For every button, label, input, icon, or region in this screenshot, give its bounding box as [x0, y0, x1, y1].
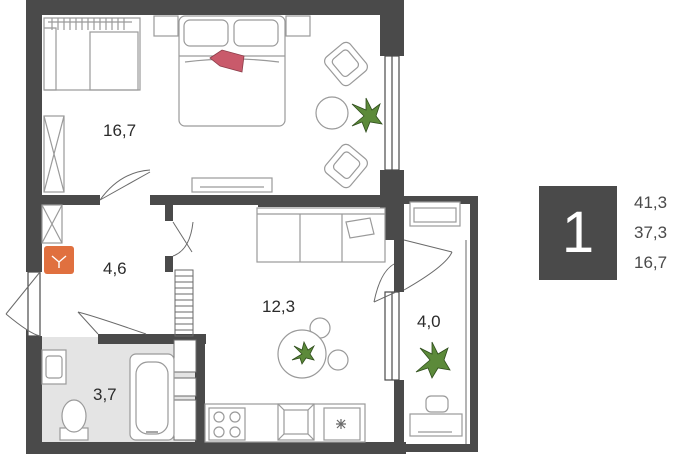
wardrobe-left: [43, 115, 65, 193]
radiator: [174, 269, 194, 337]
armchair-bottom: [324, 143, 368, 189]
hall-wardrobe: [41, 204, 63, 244]
bathroom-door: [77, 311, 147, 335]
total-area: 41,3: [634, 193, 668, 212]
bed: [178, 15, 286, 127]
armchair-top: [324, 41, 368, 87]
plant-balcony: [415, 341, 451, 379]
room-area-bedroom: 16,7: [103, 121, 136, 140]
sofa: [256, 207, 386, 263]
kitchen-door: [172, 221, 194, 257]
room-area-kitchen: 12,3: [262, 297, 295, 316]
wardrobe: [43, 17, 141, 91]
windows: [27, 55, 400, 381]
balcony-cabinet: [409, 201, 461, 227]
tv-stand: [191, 177, 273, 193]
balcony-door: [373, 239, 453, 303]
room-area-hallway: 4,6: [103, 259, 127, 278]
pillow-accent: [209, 49, 245, 73]
boiler-icon: [44, 246, 74, 274]
toilet: [59, 399, 89, 441]
bath-cabinets: [173, 339, 197, 441]
nightstands: [153, 15, 311, 37]
plant-dining: [291, 340, 316, 365]
room-area: 16,7: [634, 253, 668, 272]
room-count-badge: 1: [539, 186, 617, 280]
balcony-desk: [409, 395, 463, 437]
coffee-table: [315, 96, 349, 130]
sink: [41, 349, 67, 385]
kitchen-counter: [204, 403, 366, 443]
bathtub: [129, 353, 175, 441]
room-area-bathroom: 3,7: [93, 385, 117, 404]
bedroom-door: [99, 169, 151, 201]
plant-bedroom: [351, 97, 383, 134]
room-area-balcony: 4,0: [417, 312, 441, 331]
walls: [26, 0, 478, 454]
room-count: 1: [561, 200, 595, 265]
living-area: 37,3: [634, 223, 668, 242]
area-summary: 41,3 37,3 16,7: [634, 188, 680, 278]
entrance-door: [5, 271, 41, 337]
